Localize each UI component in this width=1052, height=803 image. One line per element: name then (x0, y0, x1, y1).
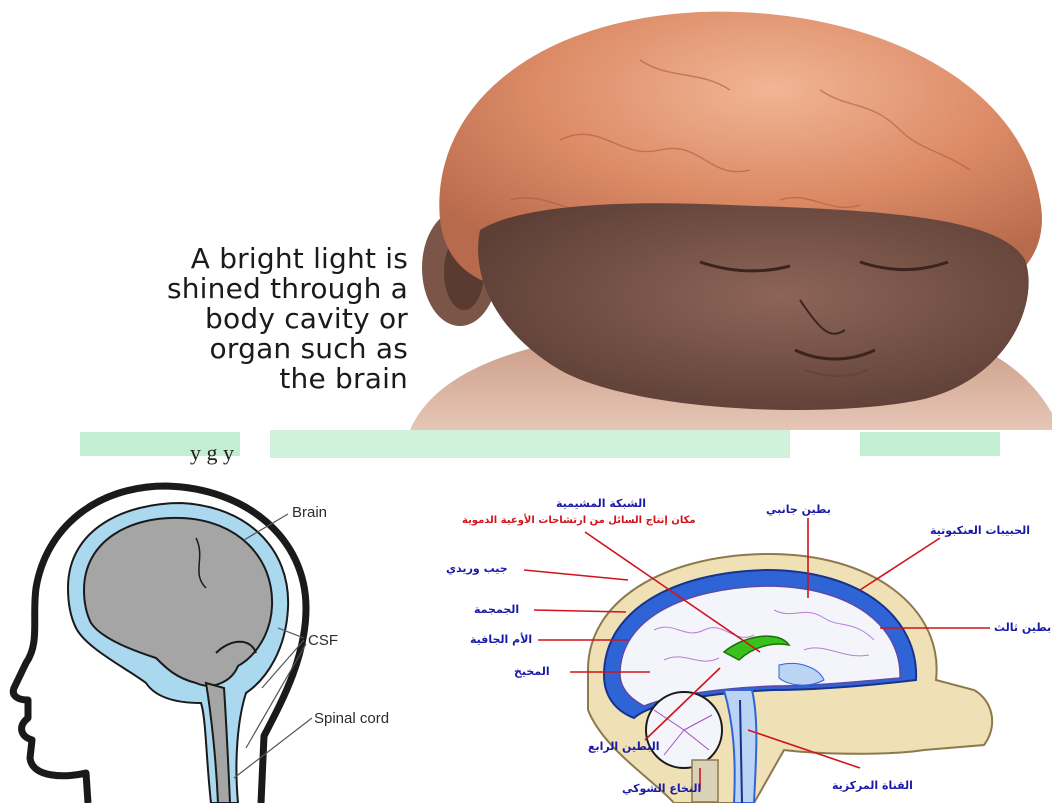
sagittal-brain-diagram (574, 550, 1014, 803)
caption-line: the brain (36, 364, 408, 394)
label-lateral-ventricle: بطين جانبي (766, 503, 831, 516)
label-central-canal: القناة المركزية (832, 779, 913, 792)
caption-line: organ such as (36, 334, 408, 364)
infant-head-illustration (400, 0, 1052, 430)
label-brain: Brain (292, 504, 327, 521)
label-venous-sinus: جيب وريدي (446, 562, 508, 575)
label-skull: الجمجمة (474, 603, 519, 616)
label-spinal-cord: Spinal cord (314, 710, 389, 727)
label-arachnoid-granulations: الحبيبات العنكبوتية (930, 524, 1030, 537)
label-dura-mater: الأم الجافية (470, 633, 532, 646)
label-csf: CSF (308, 632, 338, 649)
head-profile-diagram (6, 478, 446, 803)
label-choroid-plexus: الشبكة المشيمية (556, 497, 646, 510)
label-spinal-cord-ar: النخاع الشوكي (622, 782, 701, 795)
caption-line: body cavity or (36, 304, 408, 334)
infant-head-drawing (400, 0, 1052, 430)
label-choroid-plexus-note: مكان إنتاج السائل من ارتشاحات الأوعية ال… (462, 515, 696, 526)
caption-line: shined through a (36, 274, 408, 304)
caption-line: A bright light is (36, 244, 408, 274)
vertebra (692, 760, 718, 802)
label-fourth-ventricle: البطين الرابع (588, 740, 659, 753)
label-third-ventricle: بطين ثالث (994, 621, 1051, 634)
transillumination-caption: A bright light is shined through a body … (36, 244, 408, 394)
label-cerebellum: المخيخ (514, 665, 550, 678)
divider-fragment-text: y g y (190, 440, 390, 466)
